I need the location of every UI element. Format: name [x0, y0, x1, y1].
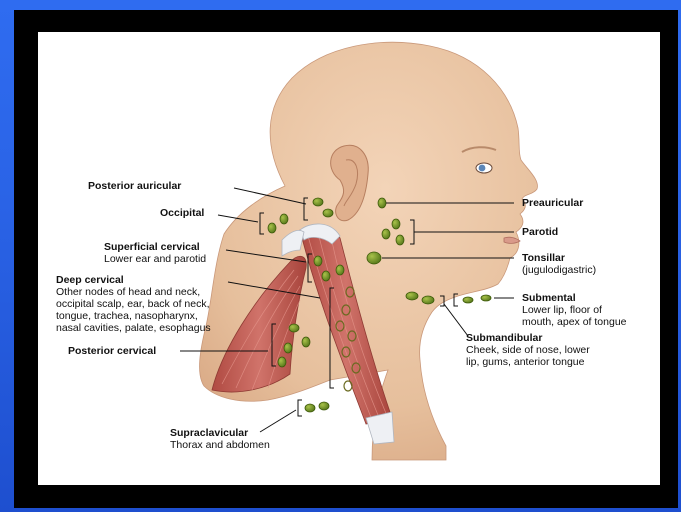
label-title: Submental	[522, 292, 627, 304]
node-superficial-cervical	[314, 256, 322, 266]
node-posterior-cervical	[302, 337, 310, 347]
node-posterior-auricular	[323, 209, 333, 217]
label-title: Parotid	[522, 226, 558, 238]
label-description: Thorax and abdomen	[170, 439, 270, 451]
node-posterior-cervical	[289, 324, 299, 332]
label-submental: Submental Lower lip, floor of mouth, ape…	[522, 292, 627, 328]
label-description: occipital scalp, ear, back of neck,	[56, 298, 211, 310]
node-parotid	[396, 235, 404, 245]
label-superficial-cervical: Superficial cervical Lower ear and parot…	[104, 241, 206, 265]
node-preauricular	[378, 198, 386, 208]
label-parotid: Parotid	[522, 226, 558, 238]
node-occipital	[280, 214, 288, 224]
node-posterior-cervical	[278, 357, 286, 367]
label-description: mouth, apex of tongue	[522, 316, 627, 328]
node-supraclavicular	[319, 402, 329, 410]
label-description: tongue, trachea, nasopharynx,	[56, 310, 211, 322]
label-title: Deep cervical	[56, 274, 211, 286]
label-title: Tonsillar	[522, 252, 596, 264]
node-submandibular	[422, 296, 434, 304]
label-supraclavicular: Supraclavicular Thorax and abdomen	[170, 427, 270, 451]
label-title: Supraclavicular	[170, 427, 270, 439]
node-submental	[481, 295, 491, 301]
label-title: Posterior auricular	[88, 180, 181, 192]
label-title: Submandibular	[466, 332, 590, 344]
node-submandibular	[406, 292, 418, 300]
label-description: Lower ear and parotid	[104, 253, 206, 265]
label-posterior-cervical: Posterior cervical	[68, 345, 156, 357]
label-title: Preauricular	[522, 197, 583, 209]
node-posterior-auricular	[313, 198, 323, 206]
label-deep-cervical: Deep cervical Other nodes of head and ne…	[56, 274, 211, 334]
label-description: Other nodes of head and neck,	[56, 286, 211, 298]
label-description: Lower lip, floor of	[522, 304, 627, 316]
node-superficial-cervical	[336, 265, 344, 275]
node-posterior-cervical	[284, 343, 292, 353]
label-title: Occipital	[160, 207, 204, 219]
label-title: Posterior cervical	[68, 345, 156, 357]
label-description: (jugulodigastric)	[522, 264, 596, 276]
label-title: Superficial cervical	[104, 241, 206, 253]
node-occipital	[268, 223, 276, 233]
label-description: Cheek, side of nose, lower	[466, 344, 590, 356]
node-superficial-cervical	[322, 271, 330, 281]
node-parotid	[382, 229, 390, 239]
node-supraclavicular	[305, 404, 315, 412]
label-description: lip, gums, anterior tongue	[466, 356, 590, 368]
label-tonsillar: Tonsillar (jugulodigastric)	[522, 252, 596, 276]
iris	[479, 165, 486, 172]
label-description: nasal cavities, palate, esophagus	[56, 322, 211, 334]
label-posterior-auricular: Posterior auricular	[88, 180, 181, 192]
label-preauricular: Preauricular	[522, 197, 583, 209]
label-submandibular: Submandibular Cheek, side of nose, lower…	[466, 332, 590, 368]
label-occipital: Occipital	[160, 207, 204, 219]
node-submental	[463, 297, 473, 303]
node-tonsillar	[367, 252, 381, 264]
node-parotid	[392, 219, 400, 229]
